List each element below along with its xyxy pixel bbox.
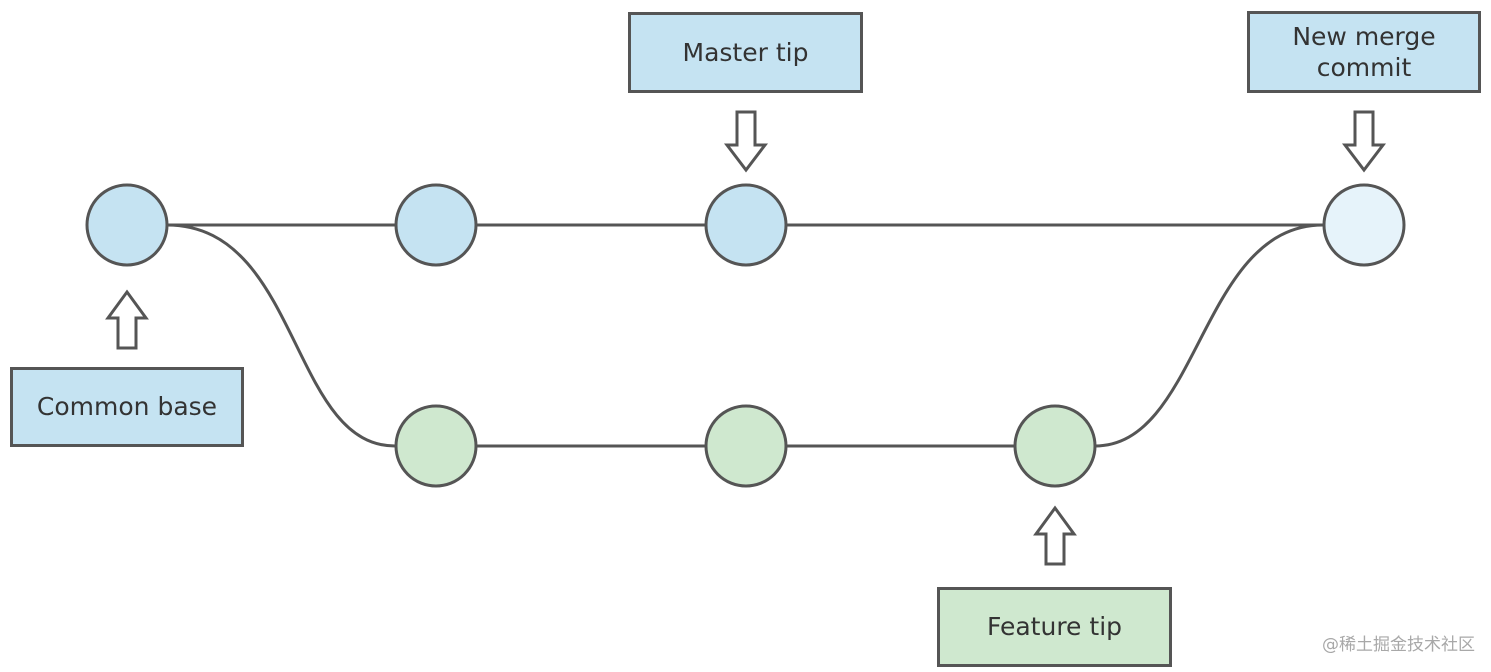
commit-node-master-1 [394,183,478,267]
master-tip-label: Master tip [628,12,863,93]
commit-node-common-base [85,183,169,267]
commit-node-feature-1 [394,404,478,488]
arrow-down-icon-merge-commit [1341,110,1387,173]
arrow-down-icon-master-tip [723,110,769,173]
feature-branch-merge-curve [1094,223,1324,448]
feature-tip-label: Feature tip [937,587,1172,667]
arrow-up-icon-common-base [105,289,149,350]
merge-commit-label: New merge commit [1247,11,1481,93]
feature-branch-out-curve [166,223,396,448]
arrow-up-icon-feature-tip [1033,505,1077,566]
commit-node-merge [1322,183,1406,267]
commit-node-feature-2 [704,404,788,488]
watermark: @稀土掘金技术社区 [1322,635,1475,655]
common-base-label: Common base [10,367,244,447]
commit-node-master-tip [704,183,788,267]
commit-node-feature-tip [1013,404,1097,488]
